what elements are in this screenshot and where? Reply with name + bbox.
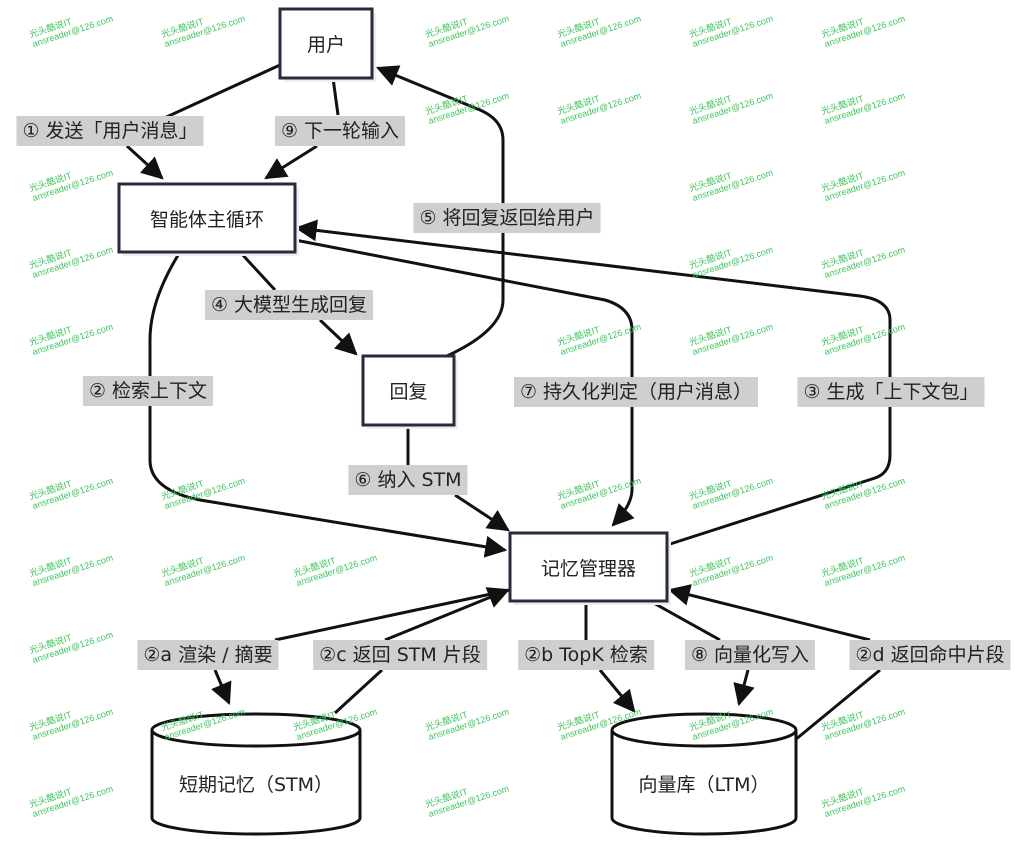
edge-2b (584, 601, 634, 711)
edge-2d (670, 590, 881, 742)
edge-label-3: ③ 生成「上下文包」 (797, 377, 985, 407)
edge-2c (333, 590, 508, 715)
ltm-cylinder (610, 712, 798, 836)
edge-label-8: ⑧ 向量化写入 (684, 640, 816, 670)
edge-9 (266, 77, 340, 178)
user-box (278, 7, 374, 80)
edge-2a (215, 588, 511, 703)
node-ltm: 向量库（LTM） (638, 773, 770, 796)
edge-label-7: ⑦ 持久化判定（用户消息） (513, 377, 759, 407)
node-reply: 回复 (389, 381, 428, 403)
edge-label-6: ⑥ 纳入 STM (348, 465, 468, 495)
edge-label-2c: ②c 返回 STM 片段 (313, 640, 487, 670)
cylinders (150, 712, 798, 836)
edge-4 (238, 250, 356, 354)
memory-manager-box (508, 531, 669, 603)
edge-label-9: ⑨ 下一轮输入 (274, 116, 406, 146)
reply-box (361, 354, 456, 427)
edge-label-2b: ②b TopK 检索 (518, 640, 654, 670)
node-user: 用户 (306, 34, 345, 56)
node-stm: 短期记忆（STM） (178, 773, 334, 796)
edge-6 (406, 425, 508, 530)
edge-1 (125, 63, 281, 178)
boxes (117, 7, 671, 605)
agent-loop-box (117, 182, 297, 254)
edge-5 (375, 65, 505, 358)
edge-7 (294, 238, 635, 527)
edge-label-4: ④ 大模型生成回复 (204, 290, 374, 320)
edge-label-5: ⑤ 将回复返回给用户 (413, 203, 601, 233)
edge-label-2d: ②d 返回命中片段 (849, 640, 1011, 670)
edge-label-1: ① 发送「用户消息」 (16, 116, 204, 146)
node-memory-manager: 记忆管理器 (540, 557, 636, 580)
stm-cylinder (150, 712, 362, 836)
edge-label-2a: ②a 渲染 / 摘要 (137, 640, 279, 670)
node-agent-loop: 智能体主循环 (149, 208, 264, 231)
edge-label-2: ② 检索上下文 (82, 376, 214, 406)
